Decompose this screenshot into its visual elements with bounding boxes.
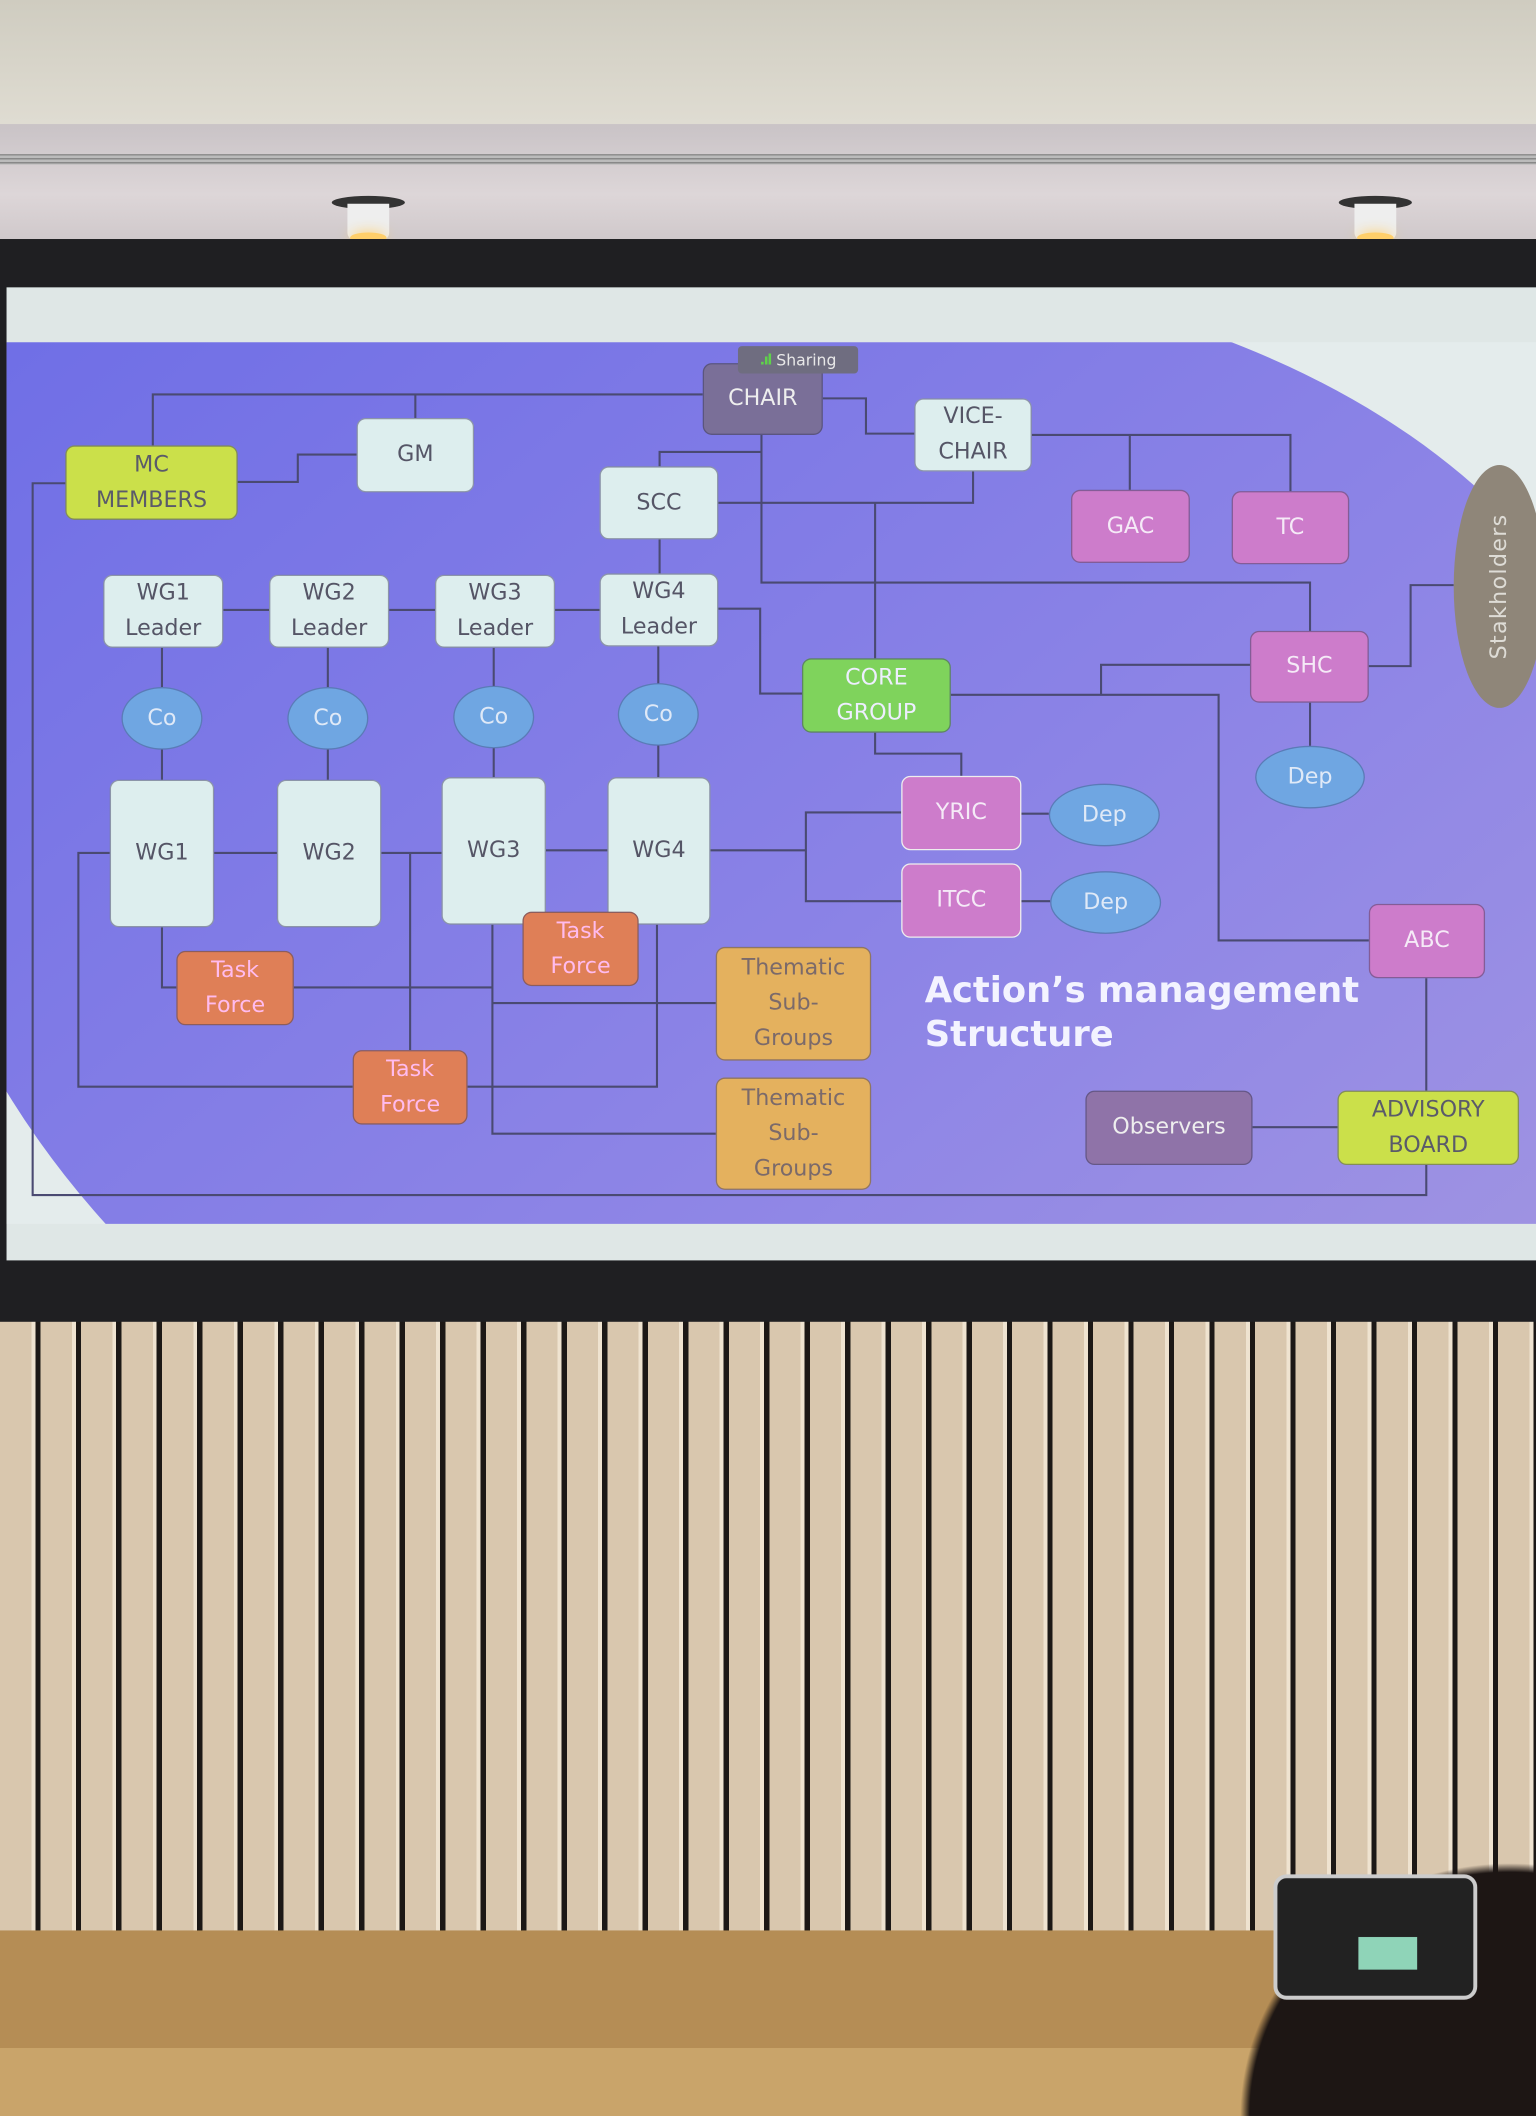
- node-yric: YRIC: [901, 775, 1022, 851]
- connector: [1031, 433, 1292, 492]
- slide-title: Action’s management Structure: [925, 969, 1359, 1058]
- ceiling-vent: [0, 154, 1536, 165]
- node-observers: Observers: [1085, 1090, 1253, 1166]
- connector: [237, 453, 357, 484]
- connector: [658, 450, 762, 467]
- node-task-force-2: Task Force: [522, 911, 639, 987]
- node-vice-chair: VICE- CHAIR: [914, 398, 1032, 472]
- connector: [77, 851, 353, 1088]
- node-gac: GAC: [1071, 489, 1190, 563]
- node-wg3: WG3: [441, 777, 546, 925]
- connector: [160, 927, 177, 989]
- connector: [467, 924, 659, 1088]
- ceiling-lamp: [331, 195, 405, 246]
- node-wg3-leader: WG3 Leader: [434, 574, 556, 648]
- ceiling-lamp: [1338, 195, 1412, 246]
- node-wg4-leader: WG4 Leader: [599, 573, 719, 647]
- slide-title-text: Action’s management Structure: [924, 970, 1360, 1056]
- node-thematic-sub-groups-2: Thematic Sub- Groups: [715, 1077, 872, 1190]
- node-wg1-leader: WG1 Leader: [103, 574, 224, 648]
- node-task-force-1: Task Force: [176, 950, 294, 1026]
- connector: [874, 732, 963, 776]
- node-wg2: WG2: [276, 779, 382, 928]
- connector: [151, 393, 703, 446]
- connector: [822, 397, 915, 435]
- connector-lines: [31, 393, 1454, 1197]
- connector: [804, 811, 902, 903]
- node-task-force-3: Task Force: [352, 1050, 468, 1125]
- connector: [1368, 584, 1454, 668]
- node-co-wg1: Co: [121, 687, 203, 750]
- node-wg1: WG1: [109, 779, 215, 928]
- node-advisory-board: ADVISORY BOARD: [1337, 1090, 1520, 1166]
- node-abc: ABC: [1368, 903, 1486, 979]
- node-chair: CHAIR: [702, 363, 823, 435]
- node-wg4: WG4: [607, 777, 711, 925]
- audience-phone: [1273, 1874, 1478, 2000]
- node-scc: SCC: [599, 466, 719, 540]
- node-shc: SHC: [1249, 630, 1369, 703]
- node-co-wg4: Co: [617, 683, 699, 746]
- node-wg2-leader: WG2 Leader: [269, 574, 390, 648]
- wall: [0, 0, 1536, 131]
- node-co-wg2: Co: [287, 687, 369, 750]
- node-tc: TC: [1231, 491, 1350, 565]
- node-gm: GM: [356, 417, 475, 493]
- connector: [718, 607, 802, 695]
- node-stakeholders: Stakholders: [1453, 464, 1536, 708]
- node-mc-members: MC MEMBERS: [65, 445, 238, 520]
- node-co-wg3: Co: [453, 685, 535, 749]
- connector: [491, 924, 716, 1135]
- node-dep-itcc: Dep: [1050, 871, 1162, 934]
- node-core-group: CORE GROUP: [801, 658, 951, 733]
- slide: [6, 342, 1536, 1224]
- ceiling: [0, 124, 1536, 243]
- signal-bars-icon: .ıl: [759, 351, 773, 369]
- connector: [1100, 663, 1250, 695]
- stakeholders-label: Stakholders: [1486, 513, 1513, 660]
- node-itcc: ITCC: [901, 863, 1022, 938]
- node-dep-shc: Dep: [1255, 745, 1365, 809]
- connector: [950, 693, 1369, 942]
- node-dep-yric: Dep: [1048, 783, 1160, 847]
- node-thematic-sub-groups-1: Thematic Sub- Groups: [715, 946, 872, 1061]
- connector: [760, 434, 1312, 631]
- connector: [31, 482, 1428, 1197]
- sharing-label: Sharing: [776, 350, 837, 369]
- connector: [718, 471, 975, 504]
